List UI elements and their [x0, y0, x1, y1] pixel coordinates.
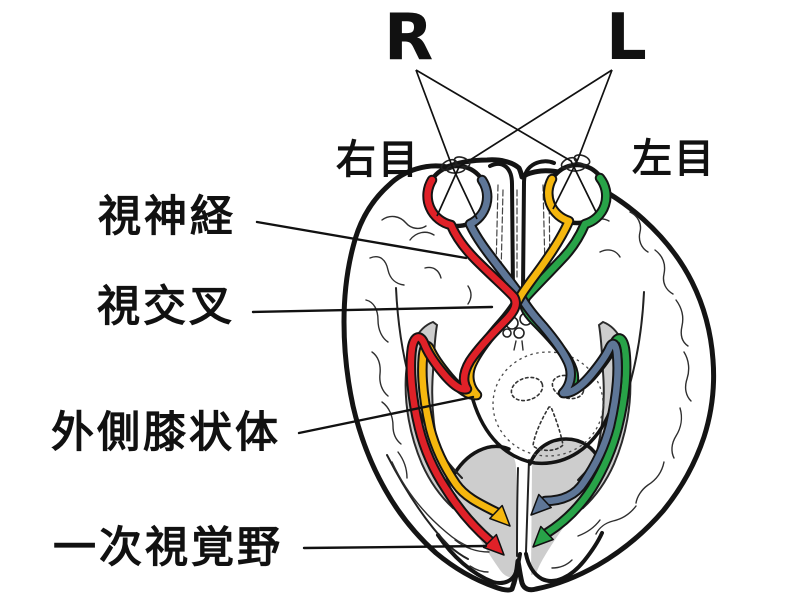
frontal-fissure-left-wall — [488, 161, 515, 293]
leader-lines — [251, 220, 494, 550]
splenium-arc-right — [528, 437, 602, 466]
leader-line-optic-chiasm — [251, 305, 494, 314]
visual-field-lines — [415, 69, 613, 220]
label-left-eye: 左目 — [632, 136, 716, 182]
label-left-visual-field: L — [606, 1, 647, 75]
label-right-eye: 右目 — [336, 137, 420, 183]
leader-line-visual-cortex — [302, 544, 488, 550]
yellow-arrowhead — [489, 504, 511, 527]
blue-arrowhead — [530, 493, 552, 516]
label-lateral-geniculate-body: 外側膝状体 — [51, 408, 281, 458]
posterior-fissure-right-wall — [525, 459, 530, 553]
midbrain-dotted-outline — [492, 351, 604, 457]
label-optic-chiasm: 視交叉 — [97, 282, 235, 332]
leader-line-optic-nerve — [255, 220, 468, 260]
label-optic-nerve: 視神経 — [98, 192, 236, 242]
brain-outline — [341, 157, 717, 593]
falx-sketch-1 — [495, 184, 499, 271]
field-line-l-to-left-eye — [552, 69, 613, 210]
field-line-r-to-left-eye — [415, 69, 597, 213]
label-primary-visual-cortex: 一次視覚野 — [53, 523, 283, 573]
label-right-visual-field: R — [384, 1, 434, 75]
field-line-l-to-right-eye — [436, 69, 613, 217]
falx-sketch-2 — [500, 189, 504, 276]
right-occipital-pole-outline — [524, 531, 604, 583]
red-arrowhead — [482, 533, 505, 556]
left-optic-radiation-region — [453, 447, 517, 578]
green-arrowhead — [532, 525, 554, 548]
frontal-fissure-right-wall — [521, 159, 556, 292]
leader-line-lgn — [297, 395, 475, 435]
field-line-r-to-right-eye — [415, 69, 478, 220]
midbrain-left-oval — [510, 376, 544, 402]
left-occipital-pole-outline — [436, 533, 522, 585]
cortical-gyri-sketch — [365, 204, 692, 573]
posterior-fissure-left-wall — [516, 467, 519, 557]
midbrain-triangle — [532, 406, 564, 452]
